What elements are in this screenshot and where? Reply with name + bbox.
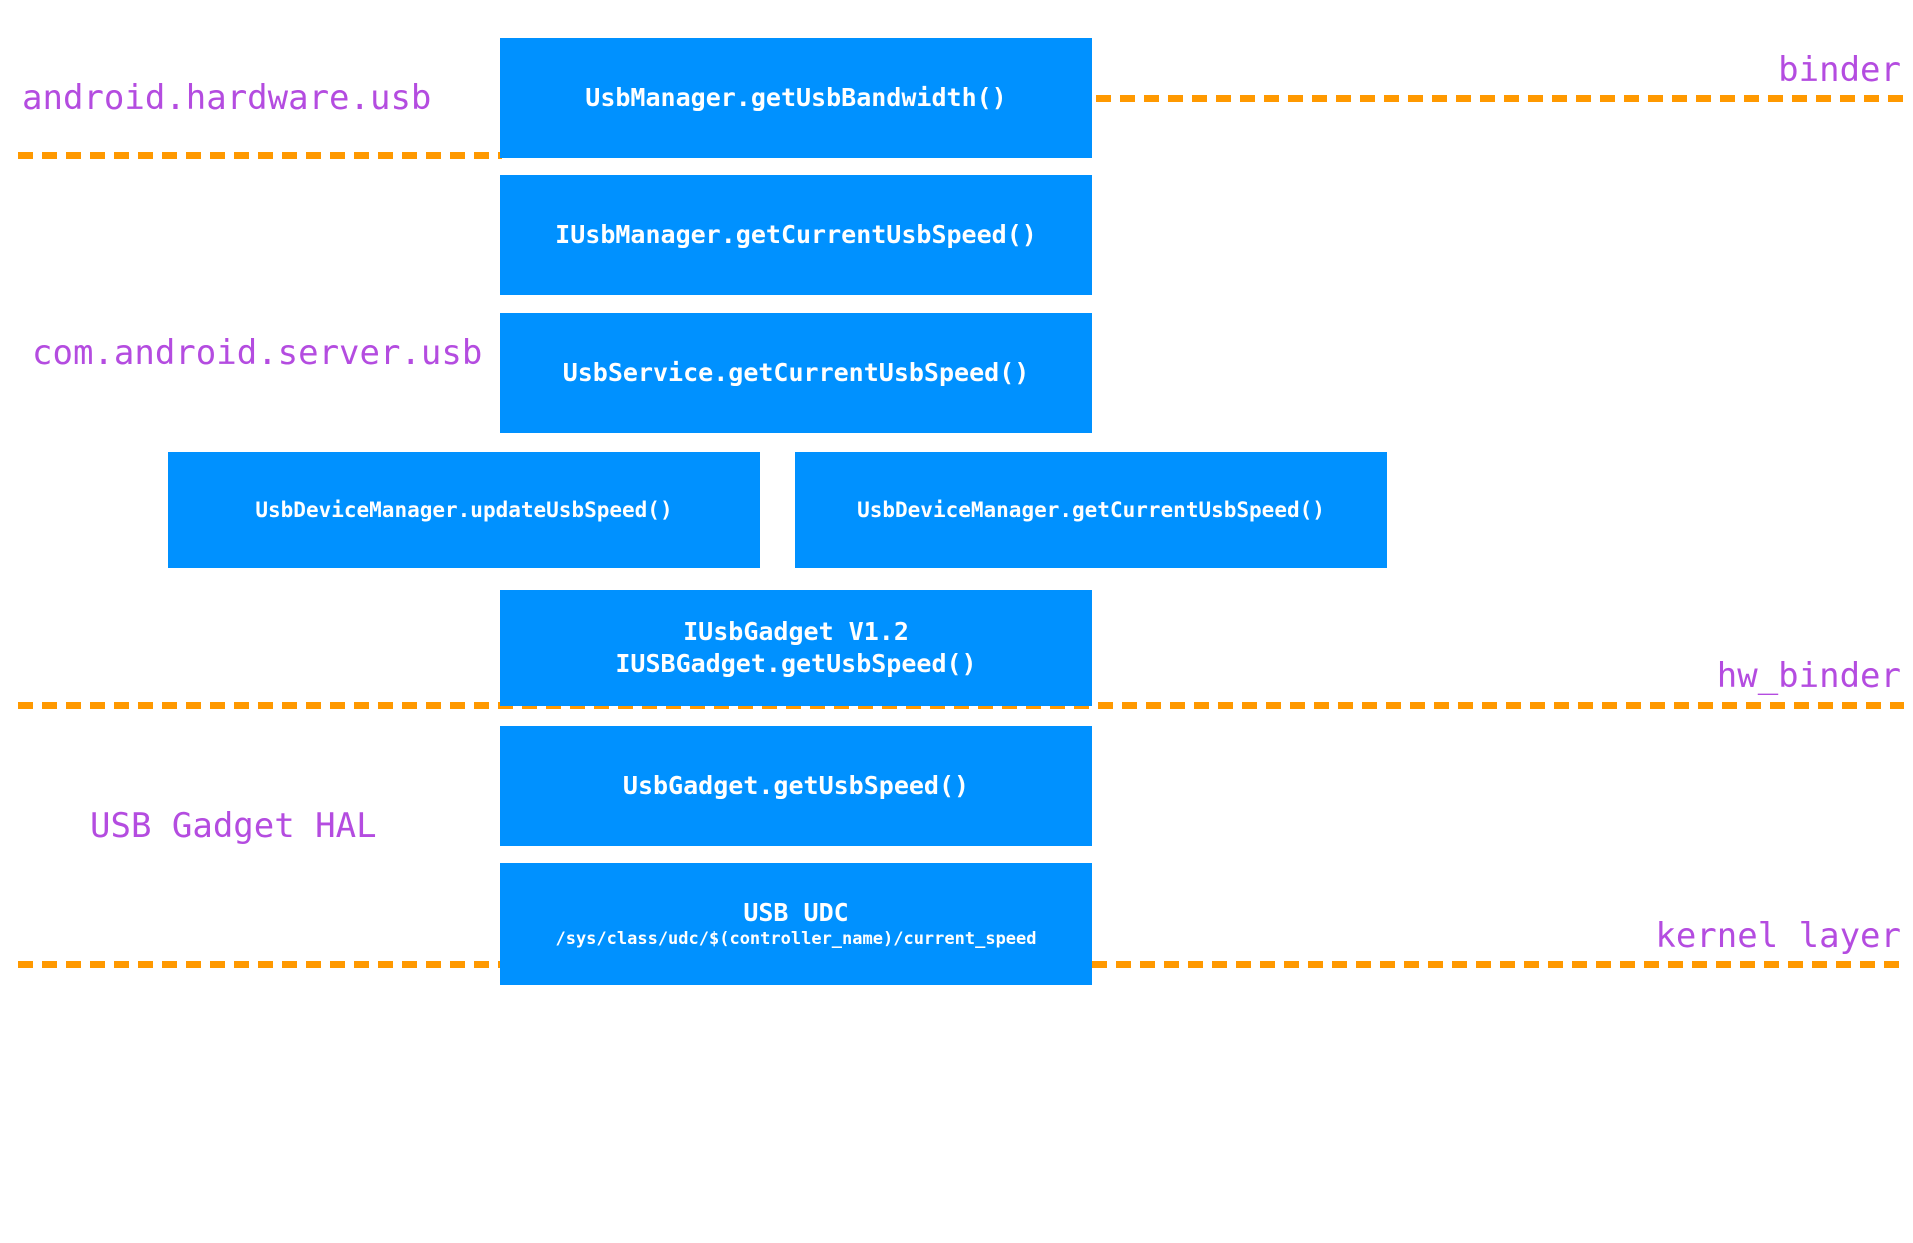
kernel-boundary-line-right bbox=[1092, 961, 1904, 968]
node-label-primary: UsbDeviceManager.getCurrentUsbSpeed() bbox=[857, 497, 1325, 522]
node-label-primary: USB UDC bbox=[743, 898, 849, 928]
caption-android-hardware-usb: android.hardware.usb bbox=[22, 78, 431, 118]
node-label-secondary: /sys/class/udc/$(controller_name)/curren… bbox=[555, 929, 1037, 950]
caption-label: android.hardware.usb bbox=[22, 78, 432, 118]
node-label-primary: UsbService.getCurrentUsbSpeed() bbox=[562, 358, 1030, 387]
caption-hw-binder: hw_binder bbox=[1717, 656, 1901, 696]
node-label-primary: IUsbManager.getCurrentUsbSpeed() bbox=[555, 220, 1037, 249]
kernel-boundary-line-left bbox=[18, 961, 502, 968]
node-label-primary: UsbManager.getUsbBandwidth() bbox=[585, 83, 1007, 112]
binder-boundary-line-left bbox=[18, 152, 502, 159]
node-usb-service-get-current-usb-speed[interactable]: UsbService.getCurrentUsbSpeed() bbox=[500, 313, 1092, 433]
caption-com-android-server-usb: com.android.server.usb bbox=[32, 333, 482, 373]
node-label-primary: UsbDeviceManager.updateUsbSpeed() bbox=[255, 497, 673, 522]
caption-label: binder bbox=[1778, 50, 1901, 90]
caption-usb-gadget-hal: USB Gadget HAL bbox=[90, 806, 377, 846]
caption-label: kernel layer bbox=[1655, 916, 1901, 956]
node-iusb-manager-get-current-usb-speed[interactable]: IUsbManager.getCurrentUsbSpeed() bbox=[500, 175, 1092, 295]
caption-label: USB Gadget HAL bbox=[90, 806, 377, 846]
caption-kernel-layer: kernel layer bbox=[1655, 916, 1901, 956]
caption-binder: binder bbox=[1778, 50, 1901, 90]
binder-boundary-line-right bbox=[1072, 95, 1904, 102]
node-label-primary: UsbGadget.getUsbSpeed() bbox=[622, 771, 970, 800]
node-usb-udc[interactable]: USB UDC /sys/class/udc/$(controller_name… bbox=[500, 863, 1092, 985]
node-label-primary: IUsbGadget V1.2 bbox=[683, 617, 909, 646]
node-usb-device-manager-get-current-usb-speed[interactable]: UsbDeviceManager.getCurrentUsbSpeed() bbox=[795, 452, 1387, 568]
caption-label: com.android.server.usb bbox=[32, 333, 483, 373]
node-usb-gadget-get-usb-speed[interactable]: UsbGadget.getUsbSpeed() bbox=[500, 726, 1092, 846]
node-usb-manager-get-usb-bandwidth[interactable]: UsbManager.getUsbBandwidth() bbox=[500, 38, 1092, 158]
caption-label: hw_binder bbox=[1716, 656, 1901, 696]
node-label-secondary: IUSBGadget.getUsbSpeed() bbox=[615, 649, 977, 678]
node-usb-device-manager-update-usb-speed[interactable]: UsbDeviceManager.updateUsbSpeed() bbox=[168, 452, 760, 568]
node-iusb-gadget-v12[interactable]: IUsbGadget V1.2 IUSBGadget.getUsbSpeed() bbox=[500, 590, 1092, 706]
